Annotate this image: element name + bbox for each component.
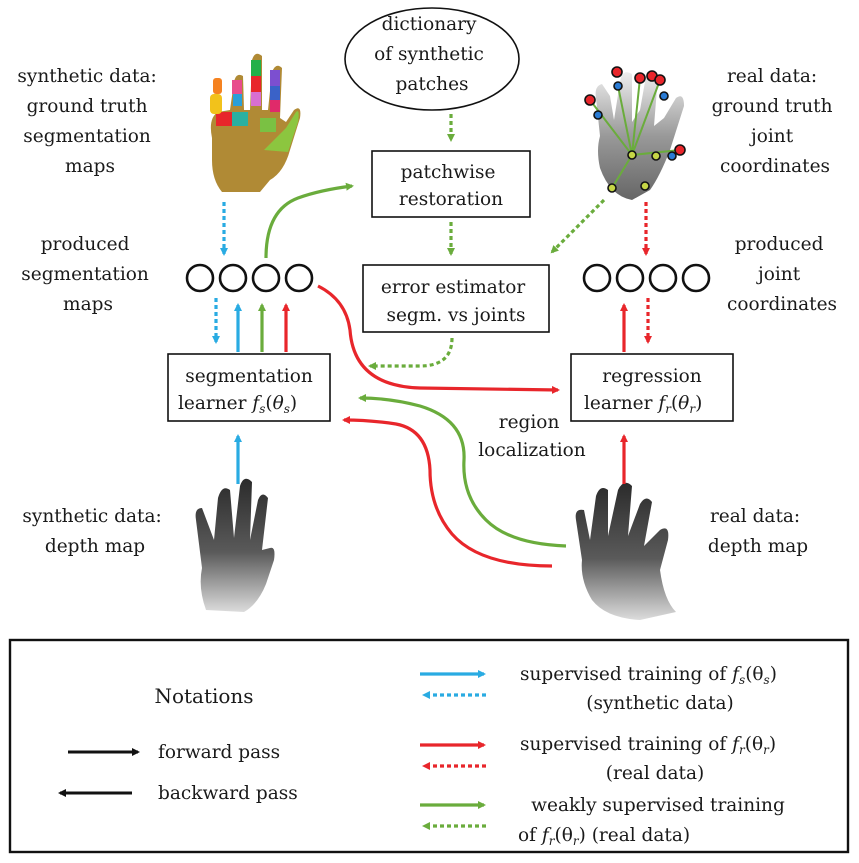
real-gt-label: real data: ground truth joint coordinate…: [712, 66, 839, 177]
seg-output-circles: [185, 263, 314, 293]
hand-depth-real-icon: [575, 482, 676, 620]
svg-text:error estimator segm. vs: error estimator segm. vs joints: [381, 277, 531, 326]
regression-learner-node: regression learner fr(θr): [570, 353, 734, 422]
legend-forward-label: forward pass: [158, 742, 280, 763]
produced-seg-label: produced segmentation maps: [21, 234, 154, 315]
patchwise-restoration-node: patchwise restoration: [371, 150, 531, 218]
joint-output-circles: [582, 263, 711, 293]
svg-text:learner fr(θr): learner fr(θr): [584, 393, 702, 416]
legend-title: Notations: [154, 684, 253, 708]
legend-backward-label: backward pass: [158, 783, 298, 804]
svg-text:dictionary of synthetic: dictionary of synthetic patches: [374, 14, 490, 95]
hand-depth-synthetic-icon: [195, 478, 275, 612]
svg-text:regression: regression: [602, 366, 701, 387]
hand-joints-icon: [584, 66, 686, 200]
produced-joint-label: produced joint coordinates: [727, 234, 837, 315]
arrow-green-depth-to-seg: [358, 394, 567, 548]
legend-red-label: supervised training of fr(θr): [520, 734, 776, 757]
legend-red-sub: (real data): [606, 763, 704, 784]
hand-segmentation-icon: [210, 53, 301, 192]
arrow-red-seg-to-reg: [317, 284, 560, 394]
arrow-green-seg-to-patch: [264, 182, 354, 259]
synthetic-depth-label: synthetic data: depth map: [22, 506, 167, 557]
synthetic-gt-label: synthetic data: ground truth segmentatio…: [17, 66, 162, 177]
real-depth-label: real data: depth map: [708, 506, 808, 557]
legend-blue-label: supervised training of fs(θs): [520, 664, 777, 687]
svg-text:patchwise restoration: patchwise restoration: [399, 162, 503, 210]
arrow-red-depth-to-seg: [342, 416, 553, 568]
arrow-green-joints-to-err: [550, 198, 606, 254]
dictionary-node: dictionary of synthetic patches: [344, 7, 520, 111]
legend-green-label: weakly supervised training: [531, 795, 785, 816]
region-localization-label: region localization: [478, 412, 586, 461]
legend-green-sub: of fr(θr) (real data): [518, 825, 690, 848]
arrow-green-err-to-seg: [368, 337, 454, 370]
svg-text:learner fs(θs): learner fs(θs): [178, 393, 297, 416]
segmentation-learner-node: segmentation learner fs(θs): [167, 353, 331, 422]
legend-blue-sub: (synthetic data): [586, 693, 734, 714]
error-estimator-node: error estimator segm. vs joints: [362, 264, 550, 333]
svg-text:segmentation: segmentation: [185, 366, 313, 387]
legend-box: Notations forward pass backward pass sup…: [8, 638, 850, 854]
